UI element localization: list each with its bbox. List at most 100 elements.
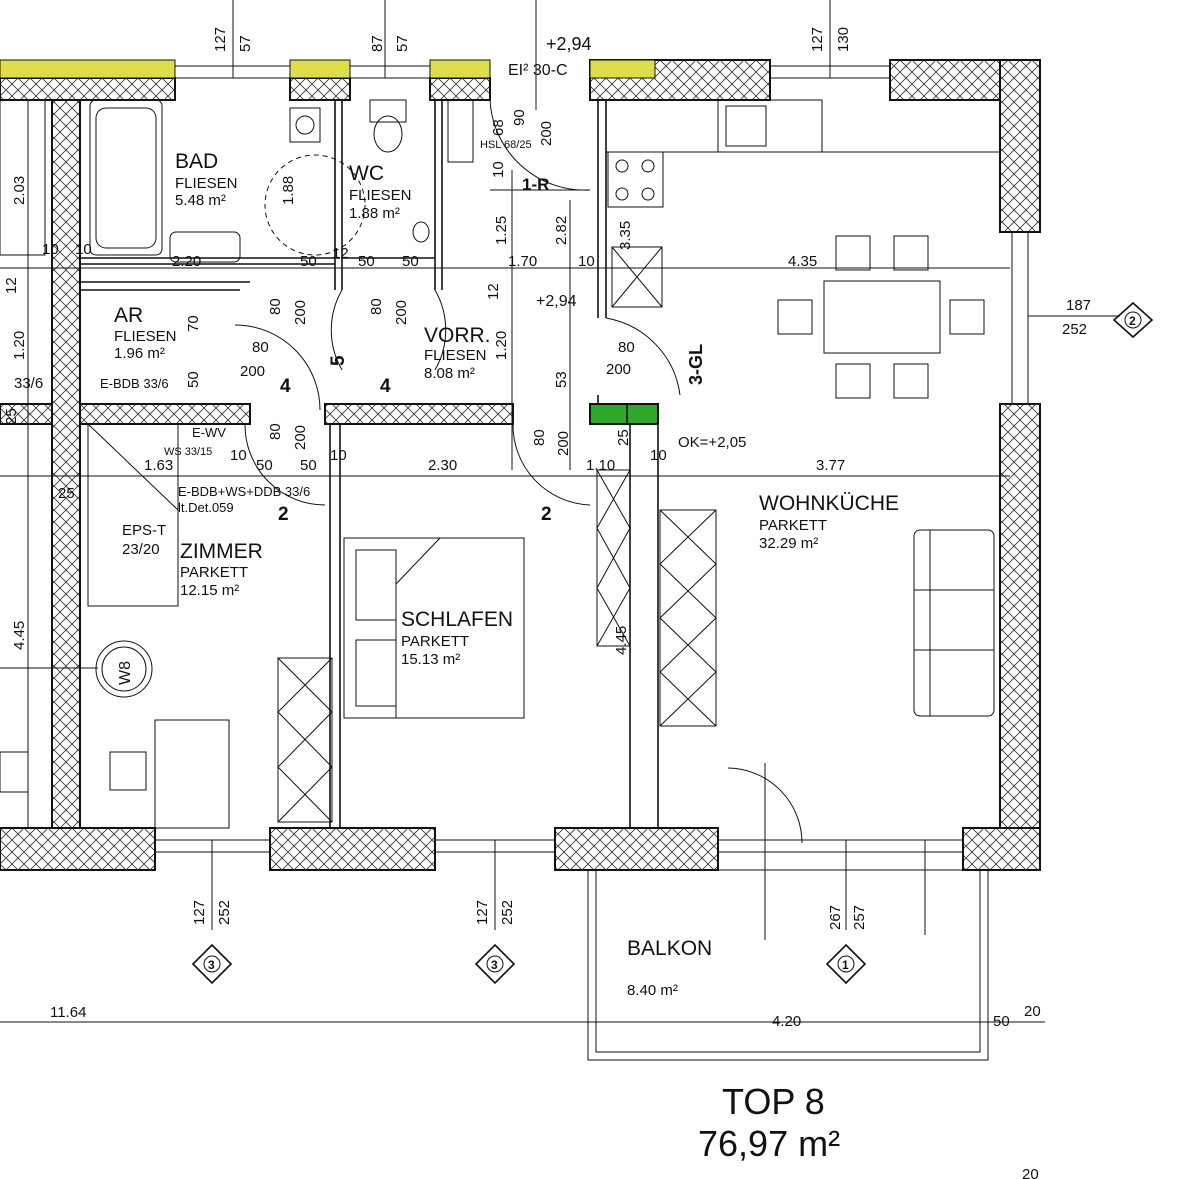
dim-label: 4.20 (772, 1013, 801, 1030)
dim-label: 33/6 (14, 375, 43, 392)
dim-label: 127 (212, 27, 229, 52)
room-floor: PARKETT (180, 564, 248, 581)
svg-text:3: 3 (208, 958, 215, 972)
svg-text:2: 2 (1129, 314, 1136, 328)
inner-dimensions: 2.03 1.88 10 10 2.20 50 12 50 50 1.25 2.… (3, 109, 1091, 655)
insulation-label: 23/20 (122, 541, 160, 558)
room-name: VORR. (424, 324, 491, 347)
insulation-label: EPS-T (122, 522, 166, 539)
dim-label: 50 (358, 253, 375, 270)
dim-label: 12 (485, 283, 502, 300)
room-name: WOHNKÜCHE (759, 492, 899, 515)
install-label: E-WV (192, 425, 226, 440)
level-label: +2,94 (536, 293, 577, 310)
dim-label: 200 (240, 363, 265, 380)
dim-label: 87 (369, 35, 386, 52)
dim-label: 12 (3, 277, 20, 294)
dim-label: 4.45 (11, 621, 28, 650)
dim-label: 10 (75, 241, 92, 258)
dim-label: 4.35 (788, 253, 817, 270)
level-label: +2,94 (546, 34, 592, 54)
dim-label: 50 (185, 371, 202, 388)
dim-label: 57 (237, 35, 254, 52)
unit-area: 76,97 m² (698, 1123, 840, 1164)
door-number: 4 (280, 376, 291, 397)
dim-label: 127 (809, 27, 826, 52)
dim-label: 200 (292, 425, 309, 450)
room-name: WC (349, 162, 384, 185)
dim-label: 1.20 (11, 331, 28, 360)
dim-label: 11.64 (50, 1004, 86, 1021)
dim-label: 10 (330, 447, 347, 464)
dim-label: 3.35 (617, 221, 634, 250)
room-area: 1.96 m² (114, 345, 165, 362)
dim-label: 200 (393, 300, 410, 325)
dim-label: 200 (538, 121, 555, 146)
svg-text:1: 1 (842, 958, 849, 972)
dim-label: 50 (256, 457, 273, 474)
unit-title: TOP 8 76,97 m² (698, 1081, 840, 1164)
dim-label: 25 (615, 429, 632, 446)
dim-label: 1.10 (586, 457, 615, 474)
window-tag: W8 (117, 661, 134, 685)
dim-label: 80 (267, 298, 284, 315)
dim-label: 53 (553, 371, 570, 388)
dim-label: 2.20 (172, 253, 201, 270)
door-type-label: 1-R (522, 175, 549, 194)
dim-label: 127 (191, 900, 208, 925)
hsl-label: HSL 68/25 (480, 139, 532, 151)
dim-label: 200 (555, 431, 572, 456)
room-area: 5.48 m² (175, 192, 226, 209)
section-marker-2: 2 (1112, 301, 1154, 339)
dim-label: 10 (578, 253, 595, 270)
dim-label: 267 (827, 905, 844, 930)
exterior-walls (0, 59, 1041, 871)
dim-label: 25 (58, 485, 75, 502)
door-number: 2 (278, 504, 289, 525)
dim-label: 80 (267, 423, 284, 440)
section-markers: 2 3 3 1 (191, 301, 1154, 985)
balcony-outline (587, 869, 989, 1061)
section-marker-3b: 3 (474, 943, 516, 985)
dim-label: 130 (835, 27, 852, 52)
room-area: 8.40 m² (627, 982, 678, 999)
door-number: 2 (541, 504, 552, 525)
door-type-label: 3-GL (686, 344, 706, 385)
dim-label: 1.88 (280, 176, 297, 205)
dim-label: 200 (292, 300, 309, 325)
section-marker-3a: 3 (191, 943, 233, 985)
dim-label: 252 (1062, 321, 1087, 338)
install-label: WS 33/15 (164, 446, 212, 458)
top-dimensions: 127 57 87 57 127 130 (212, 27, 852, 52)
room-area: 1.88 m² (349, 205, 400, 222)
dim-label: 12 (332, 245, 349, 262)
room-floor: FLIESEN (114, 328, 177, 345)
dim-label: 127 (474, 900, 491, 925)
dim-label: 252 (499, 900, 516, 925)
dim-label: 80 (618, 339, 635, 356)
dim-label: 257 (851, 905, 868, 930)
dim-label: 200 (606, 361, 631, 378)
dim-label: 50 (300, 457, 317, 474)
svg-text:3: 3 (491, 958, 498, 972)
dim-label: 80 (368, 298, 385, 315)
dim-label: 10 (490, 161, 507, 178)
room-area: 32.29 m² (759, 535, 818, 552)
dim-label: 20 (1022, 1166, 1039, 1179)
dim-label: 80 (531, 429, 548, 446)
dim-label: 252 (216, 900, 233, 925)
dim-label: 2.03 (11, 176, 28, 205)
install-label: E-BDB 33/6 (100, 376, 169, 391)
door-number: 4 (380, 376, 391, 397)
room-labels: BAD FLIESEN 5.48 m² WC FLIESEN 1.88 m² A… (114, 150, 899, 999)
install-label: E-BDB+WS+DDB 33/6 (178, 484, 310, 499)
dim-label: 1.63 (144, 457, 173, 474)
dim-label: 80 (252, 339, 269, 356)
dim-label: 50 (993, 1013, 1010, 1030)
dim-label: 50 (402, 253, 419, 270)
dim-label: 90 (511, 109, 528, 126)
dim-label: 2.82 (553, 216, 570, 245)
room-name: ZIMMER (180, 540, 263, 563)
unit-name: TOP 8 (722, 1081, 825, 1122)
dim-label: 10 (230, 447, 247, 464)
